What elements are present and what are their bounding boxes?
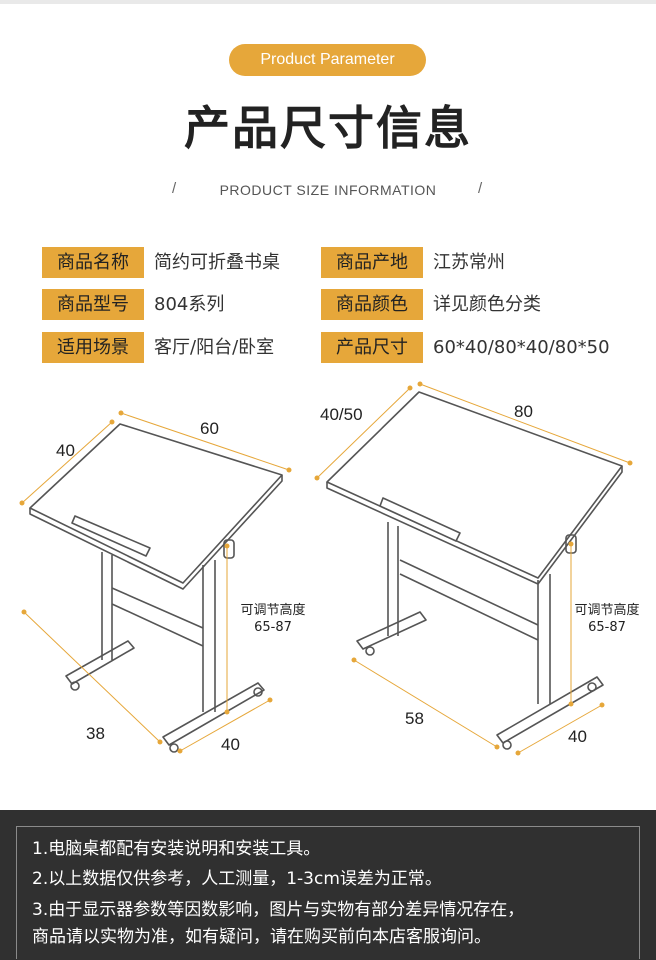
- large-desk-depth-label: 40/50: [320, 405, 363, 424]
- desk-diagrams-illustration: [19, 381, 633, 756]
- dimension-guide-ends: [19, 381, 633, 756]
- page-subtitle: PRODUCT SIZE INFORMATION: [219, 182, 437, 198]
- param-value: 简约可折叠书桌: [154, 252, 280, 273]
- note-line: 商品请以实物为准，如有疑问，请在购买前向本店客服询问。: [32, 927, 491, 947]
- note-line: 2.以上数据仅供参考，人工测量，1-3cm误差为正常。: [32, 869, 442, 889]
- large-desk-base-width-label: 58: [405, 709, 424, 728]
- subtitle-slash-left: /: [172, 180, 177, 197]
- subtitle-slash-right: /: [478, 180, 483, 197]
- small-desk-base-depth-label: 40: [221, 735, 240, 754]
- adjust-height-range: 65-87: [254, 620, 292, 635]
- large-desk-width-label: 80: [514, 402, 533, 421]
- adjust-height-label: 可调节高度: [240, 603, 306, 618]
- param-value: 客厅/阳台/卧室: [154, 337, 275, 358]
- notes-frame: [16, 826, 640, 959]
- param-label: 商品颜色: [321, 289, 423, 320]
- notes-panel: 1.电脑桌都配有安装说明和安装工具。 2.以上数据仅供参考，人工测量，1-3cm…: [0, 810, 656, 960]
- note-line: 1.电脑桌都配有安装说明和安装工具。: [32, 839, 321, 859]
- page-title: 产品尺寸信息: [184, 101, 472, 155]
- adjust-height-label: 可调节高度: [574, 603, 640, 618]
- param-value: 804系列: [154, 294, 225, 315]
- param-label: 商品型号: [42, 289, 144, 320]
- param-label: 商品产地: [321, 247, 423, 278]
- small-desk-drawing: [29, 423, 283, 753]
- small-desk-height-adjust: 可调节高度 65-87: [232, 602, 314, 636]
- note-line: 3.由于显示器参数等因数影响，图片与实物有部分差异情况存在，: [32, 900, 525, 920]
- param-value: 江苏常州: [433, 252, 505, 273]
- param-label: 商品名称: [42, 247, 144, 278]
- large-desk-base-depth-label: 40: [568, 727, 587, 746]
- small-desk-base-width-label: 38: [86, 724, 105, 743]
- param-label: 产品尺寸: [321, 332, 423, 363]
- top-divider: [0, 0, 656, 4]
- adjust-height-range: 65-87: [588, 620, 626, 635]
- large-desk-height-adjust: 可调节高度 65-87: [566, 602, 648, 636]
- large-desk-drawing: [326, 391, 623, 750]
- dimension-guides: [21, 383, 631, 754]
- product-parameter-badge: Product Parameter: [229, 44, 426, 76]
- small-desk-width-label: 60: [200, 419, 219, 438]
- param-value: 60*40/80*40/80*50: [433, 337, 610, 358]
- small-desk-depth-label: 40: [56, 441, 75, 460]
- param-label: 适用场景: [42, 332, 144, 363]
- param-value: 详见颜色分类: [433, 294, 541, 315]
